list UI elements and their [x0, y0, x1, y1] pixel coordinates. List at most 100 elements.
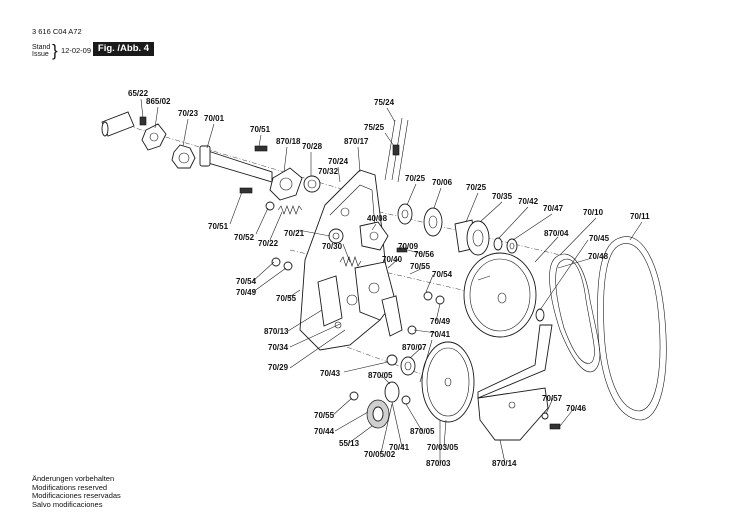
washer-70-45	[535, 308, 545, 322]
part-label: 70/55	[410, 262, 431, 271]
part-label: 70/48	[588, 252, 609, 261]
belt-guard-870-14	[477, 324, 553, 441]
part-label: 70/03/05	[427, 443, 459, 452]
part-label: 70/25	[466, 183, 487, 192]
part-label: 870/03	[426, 459, 451, 468]
part-label: 70/41	[430, 330, 451, 339]
bearing-870-05-lower	[401, 395, 411, 405]
part-label: 70/57	[542, 394, 563, 403]
notice-german: Änderungen vorbehalten	[32, 474, 115, 483]
part-label: 870/04	[544, 229, 569, 238]
part-label: 70/47	[543, 204, 564, 213]
part-label: 870/18	[276, 137, 301, 146]
part-labels: 65/22 865/02 70/23 70/01 70/51 870/18 70…	[128, 89, 650, 468]
pulley-70-25-left	[397, 203, 413, 225]
part-label: 70/54	[432, 270, 453, 279]
issue-label: Issue	[32, 51, 49, 58]
notice-spanish-alt: Salvo modificaciones	[32, 499, 103, 509]
part-label: 70/46	[566, 404, 587, 413]
cable-75-24	[384, 117, 409, 183]
part-label: 70/32	[318, 167, 339, 176]
washers-70-54	[271, 257, 293, 271]
part-label: 870/14	[492, 459, 517, 468]
part-label: 70/22	[258, 239, 279, 248]
leader-lines	[140, 98, 643, 464]
part-label: 70/09	[398, 242, 419, 251]
lower-axis	[299, 329, 466, 391]
part-label: 870/05	[368, 371, 393, 380]
part-label: 870/05	[410, 427, 435, 436]
document-number: 3 616 C04 A72	[32, 27, 82, 36]
part-label: 70/25	[405, 174, 426, 183]
part-label: 70/11	[630, 212, 650, 221]
drive-shaft-70-01	[199, 145, 273, 183]
part-label: 65/22	[128, 89, 149, 98]
part-label: 55/13	[339, 439, 360, 448]
part-label: 75/25	[364, 123, 385, 132]
stand-label: Stand	[32, 44, 51, 51]
washer-70-42	[493, 237, 503, 251]
part-label: 75/24	[374, 98, 395, 107]
gear-70-21	[328, 228, 344, 244]
figure-label: Fig. /Abb. 4	[93, 42, 154, 56]
part-label: 70/10	[583, 208, 604, 217]
part-label: 70/45	[589, 234, 610, 243]
part-label: 70/41	[389, 443, 410, 452]
part-label: 870/17	[344, 137, 369, 146]
part-label: 70/54	[236, 277, 257, 286]
part-label: 70/34	[268, 343, 289, 352]
spring-70-22	[277, 205, 303, 215]
star-coupling-70-23	[171, 144, 196, 169]
part-label: 870/13	[264, 327, 289, 336]
washer-70-47	[506, 238, 518, 254]
part-label: 865/02	[146, 97, 171, 106]
washers-70-49	[423, 291, 445, 305]
washer-70-43	[386, 354, 398, 366]
coupling-65-22	[139, 116, 147, 126]
screw-70-51-low	[239, 187, 253, 194]
part-label: 70/49	[430, 317, 451, 326]
bearing-70-28	[303, 175, 321, 193]
part-label: 70/42	[518, 197, 539, 206]
part-label: 40/08	[367, 214, 388, 223]
pulley-70-03-05	[419, 339, 475, 423]
part-label: 70/23	[178, 109, 199, 118]
bracket-870-13	[317, 275, 343, 327]
part-label: 70/21	[284, 229, 305, 238]
part-label: 70/24	[328, 157, 349, 166]
washer-70-52	[265, 201, 275, 211]
part-label: 70/01	[204, 114, 225, 123]
issue-date: 12-02-09	[61, 46, 92, 55]
gear-segment-40-08	[359, 221, 389, 251]
upper-axis	[329, 199, 561, 256]
star-coupling	[141, 123, 167, 151]
screw-70-46	[549, 423, 561, 430]
part-label: 70/06	[432, 178, 453, 187]
bearing-plate-870-18	[269, 167, 303, 201]
notice-spanish: Modificaciones reservadas	[32, 491, 121, 500]
gear-55-13	[366, 399, 390, 429]
footer-notice: Änderungen vorbehalten Modifications res…	[32, 474, 121, 509]
part-label: 70/40	[382, 255, 403, 264]
spring-70-30	[339, 256, 362, 267]
brace-glyph: }	[52, 41, 58, 60]
part-label: 70/30	[322, 242, 343, 251]
belt-70-10	[549, 253, 601, 373]
belt-70-11	[597, 236, 667, 421]
lever-assembly	[354, 261, 403, 337]
part-label: 70/05/02	[364, 450, 396, 459]
part-label: 70/51	[250, 125, 271, 134]
pulley-870-04	[463, 252, 537, 338]
part-label: 70/55	[314, 411, 335, 420]
pulley-70-35	[466, 220, 490, 256]
part-label: 70/35	[492, 192, 513, 201]
part-label: 70/56	[414, 250, 435, 259]
part-label: 70/55	[276, 294, 297, 303]
part-label: 70/44	[314, 427, 335, 436]
part-label: 70/51	[208, 222, 229, 231]
part-label: 70/52	[234, 233, 255, 242]
part-label: 870/07	[402, 343, 427, 352]
notice-english: Modifications reserved	[32, 482, 108, 492]
handle-tube	[101, 111, 135, 137]
